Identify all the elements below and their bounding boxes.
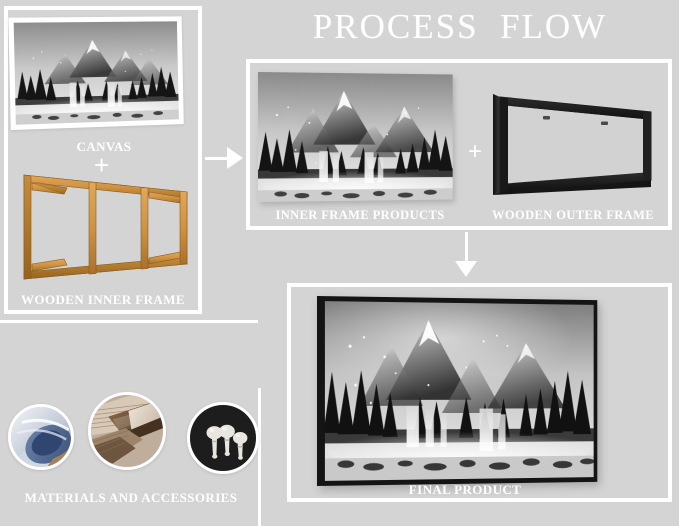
stretched-canvas-icon [258, 72, 453, 202]
material-wooden-bars-bundle [88, 392, 166, 470]
wooden-stretcher-bars-icon [15, 166, 195, 288]
panel-final-product [287, 283, 672, 502]
plus-operator-middle: + [468, 138, 483, 165]
page-title: PROCESS FLOW [312, 7, 608, 46]
canvas-print-icon [8, 16, 184, 131]
panel-canvas-and-inner-frame [4, 6, 202, 314]
plus-operator-left: + [94, 150, 110, 180]
black-empty-frame-icon [488, 84, 658, 204]
vertical-divider [258, 388, 261, 526]
framed-artwork-icon [317, 296, 598, 486]
caption-inner-frame-products: INNER FRAME PRODUCTS [275, 208, 445, 222]
artwork-thumbnail [258, 72, 453, 202]
caption-wooden-inner-frame: WOODEN INNER FRAME [21, 292, 185, 307]
caption-wooden-outer-frame: WOODEN OUTER FRAME [491, 208, 655, 222]
panel-inner-frame-and-outer-frame [246, 59, 672, 230]
caption-final-product: FINAL PRODUCT [408, 482, 522, 497]
arrow-down-icon [455, 232, 477, 277]
arrow-right-icon [205, 147, 243, 169]
material-rolled-canvas-roll [8, 404, 74, 470]
caption-materials-and-accessories: MATERIALS AND ACCESSORIES [24, 490, 238, 505]
material-plastic-wall-hooks [187, 402, 259, 474]
artwork-thumbnail [13, 21, 179, 125]
caption-canvas: CANVAS [76, 139, 132, 154]
horizontal-divider [0, 320, 258, 323]
artwork-thumbnail [324, 301, 594, 481]
